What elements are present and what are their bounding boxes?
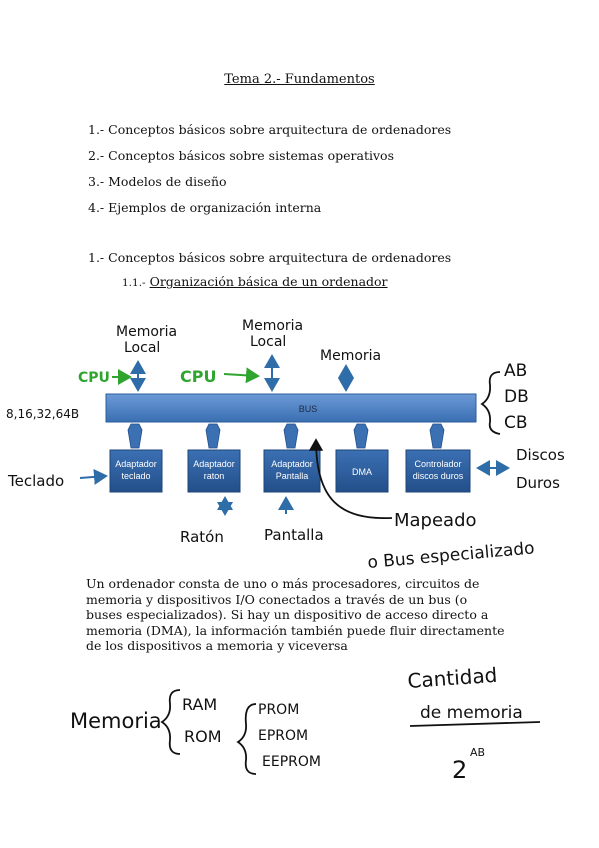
svg-text:Memoria: Memoria — [242, 318, 303, 334]
svg-text:Pantalla: Pantalla — [276, 471, 309, 481]
hw-de-memoria: de memoria — [420, 703, 523, 723]
bus-connectors — [127, 423, 445, 449]
brace-bus-types — [480, 371, 501, 435]
note-ab: AB — [504, 361, 527, 381]
brace-memoria — [160, 689, 181, 755]
svg-text:Memoria: Memoria — [116, 324, 177, 340]
svg-text:teclado: teclado — [121, 471, 150, 481]
box-adaptador-teclado: Adaptador teclado — [109, 449, 163, 493]
hw-memoria: Memoria — [70, 709, 162, 733]
svg-text:discos duros: discos duros — [413, 471, 464, 481]
svg-text:Local: Local — [124, 340, 160, 356]
page-title: Tema 2.- Fundamentos — [224, 72, 375, 87]
note-memoria-local-1: Memoria Local — [116, 324, 177, 356]
handwritten-notes: Memoria RAM ROM PROM EPROM EEPROM Cantid… — [70, 663, 541, 784]
svg-text:Local: Local — [250, 334, 286, 350]
note-db: DB — [504, 387, 529, 407]
box-adaptador-pantalla: Adaptador Pantalla — [263, 449, 321, 493]
svg-text:DMA: DMA — [352, 467, 372, 477]
note-discos: Discos — [516, 446, 565, 464]
subsection-title: Organización básica de un ordenador — [149, 274, 388, 289]
svg-text:Controlador: Controlador — [414, 459, 461, 469]
hw-eprom: EPROM — [258, 728, 308, 744]
svg-text:Adaptador: Adaptador — [271, 459, 313, 469]
hw-rom: ROM — [184, 727, 222, 746]
section-heading: 1.- Conceptos básicos sobre arquitectura… — [88, 250, 452, 265]
hw-exponent-ab: AB — [470, 746, 485, 759]
hw-ram: RAM — [182, 695, 217, 714]
box-adaptador-raton: Adaptador raton — [187, 449, 241, 493]
hw-prom: PROM — [258, 702, 299, 718]
note-bus-especializado: o Bus especializado — [367, 538, 536, 573]
brace-rom — [236, 703, 257, 775]
svg-text:raton: raton — [204, 471, 225, 481]
subsection-heading: 1.1.- Organización básica de un ordenado… — [122, 274, 388, 289]
arrow-mapeado — [308, 438, 393, 519]
toc-item-2: 2.- Conceptos básicos sobre sistemas ope… — [88, 148, 394, 163]
note-cb: CB — [504, 413, 528, 433]
note-mapeado: Mapeado — [394, 510, 477, 531]
hw-base-2: 2 — [452, 756, 467, 784]
toc-item-3: 3.- Modelos de diseño — [88, 174, 227, 189]
subsection-number: 1.1.- — [122, 277, 146, 289]
hw-underline — [409, 721, 541, 727]
architecture-diagram: BUS Adaptador teclado Adaptador raton Ad… — [6, 318, 565, 573]
box-dma: DMA — [335, 449, 389, 493]
note-teclado: Teclado — [7, 472, 64, 490]
note-cpu-2: CPU — [180, 367, 216, 386]
note-memoria-local-2: Memoria Local — [242, 318, 303, 350]
note-memoria: Memoria — [320, 348, 381, 364]
note-raton: Ratón — [180, 528, 224, 546]
svg-text:Adaptador: Adaptador — [193, 459, 235, 469]
arrow-cpu-2 — [223, 367, 260, 384]
hw-eeprom: EEPROM — [262, 754, 321, 770]
toc-item-4: 4.- Ejemplos de organización interna — [88, 200, 322, 215]
arrow-teclado — [79, 468, 108, 485]
svg-text:Adaptador: Adaptador — [115, 459, 157, 469]
note-bits: 8,16,32,64B — [6, 407, 79, 421]
toc-item-1: 1.- Conceptos básicos sobre arquitectura… — [88, 122, 452, 137]
bus-bar — [105, 393, 477, 423]
note-pantalla: Pantalla — [264, 526, 324, 544]
bus-label: BUS — [299, 404, 318, 414]
hw-cantidad: Cantidad — [407, 663, 498, 693]
note-cpu-1: CPU — [78, 370, 110, 386]
note-duros: Duros — [516, 474, 560, 492]
box-controlador-discos: Controlador discos duros — [405, 449, 471, 493]
body-paragraph: Un ordenador consta de uno o más procesa… — [86, 576, 505, 653]
